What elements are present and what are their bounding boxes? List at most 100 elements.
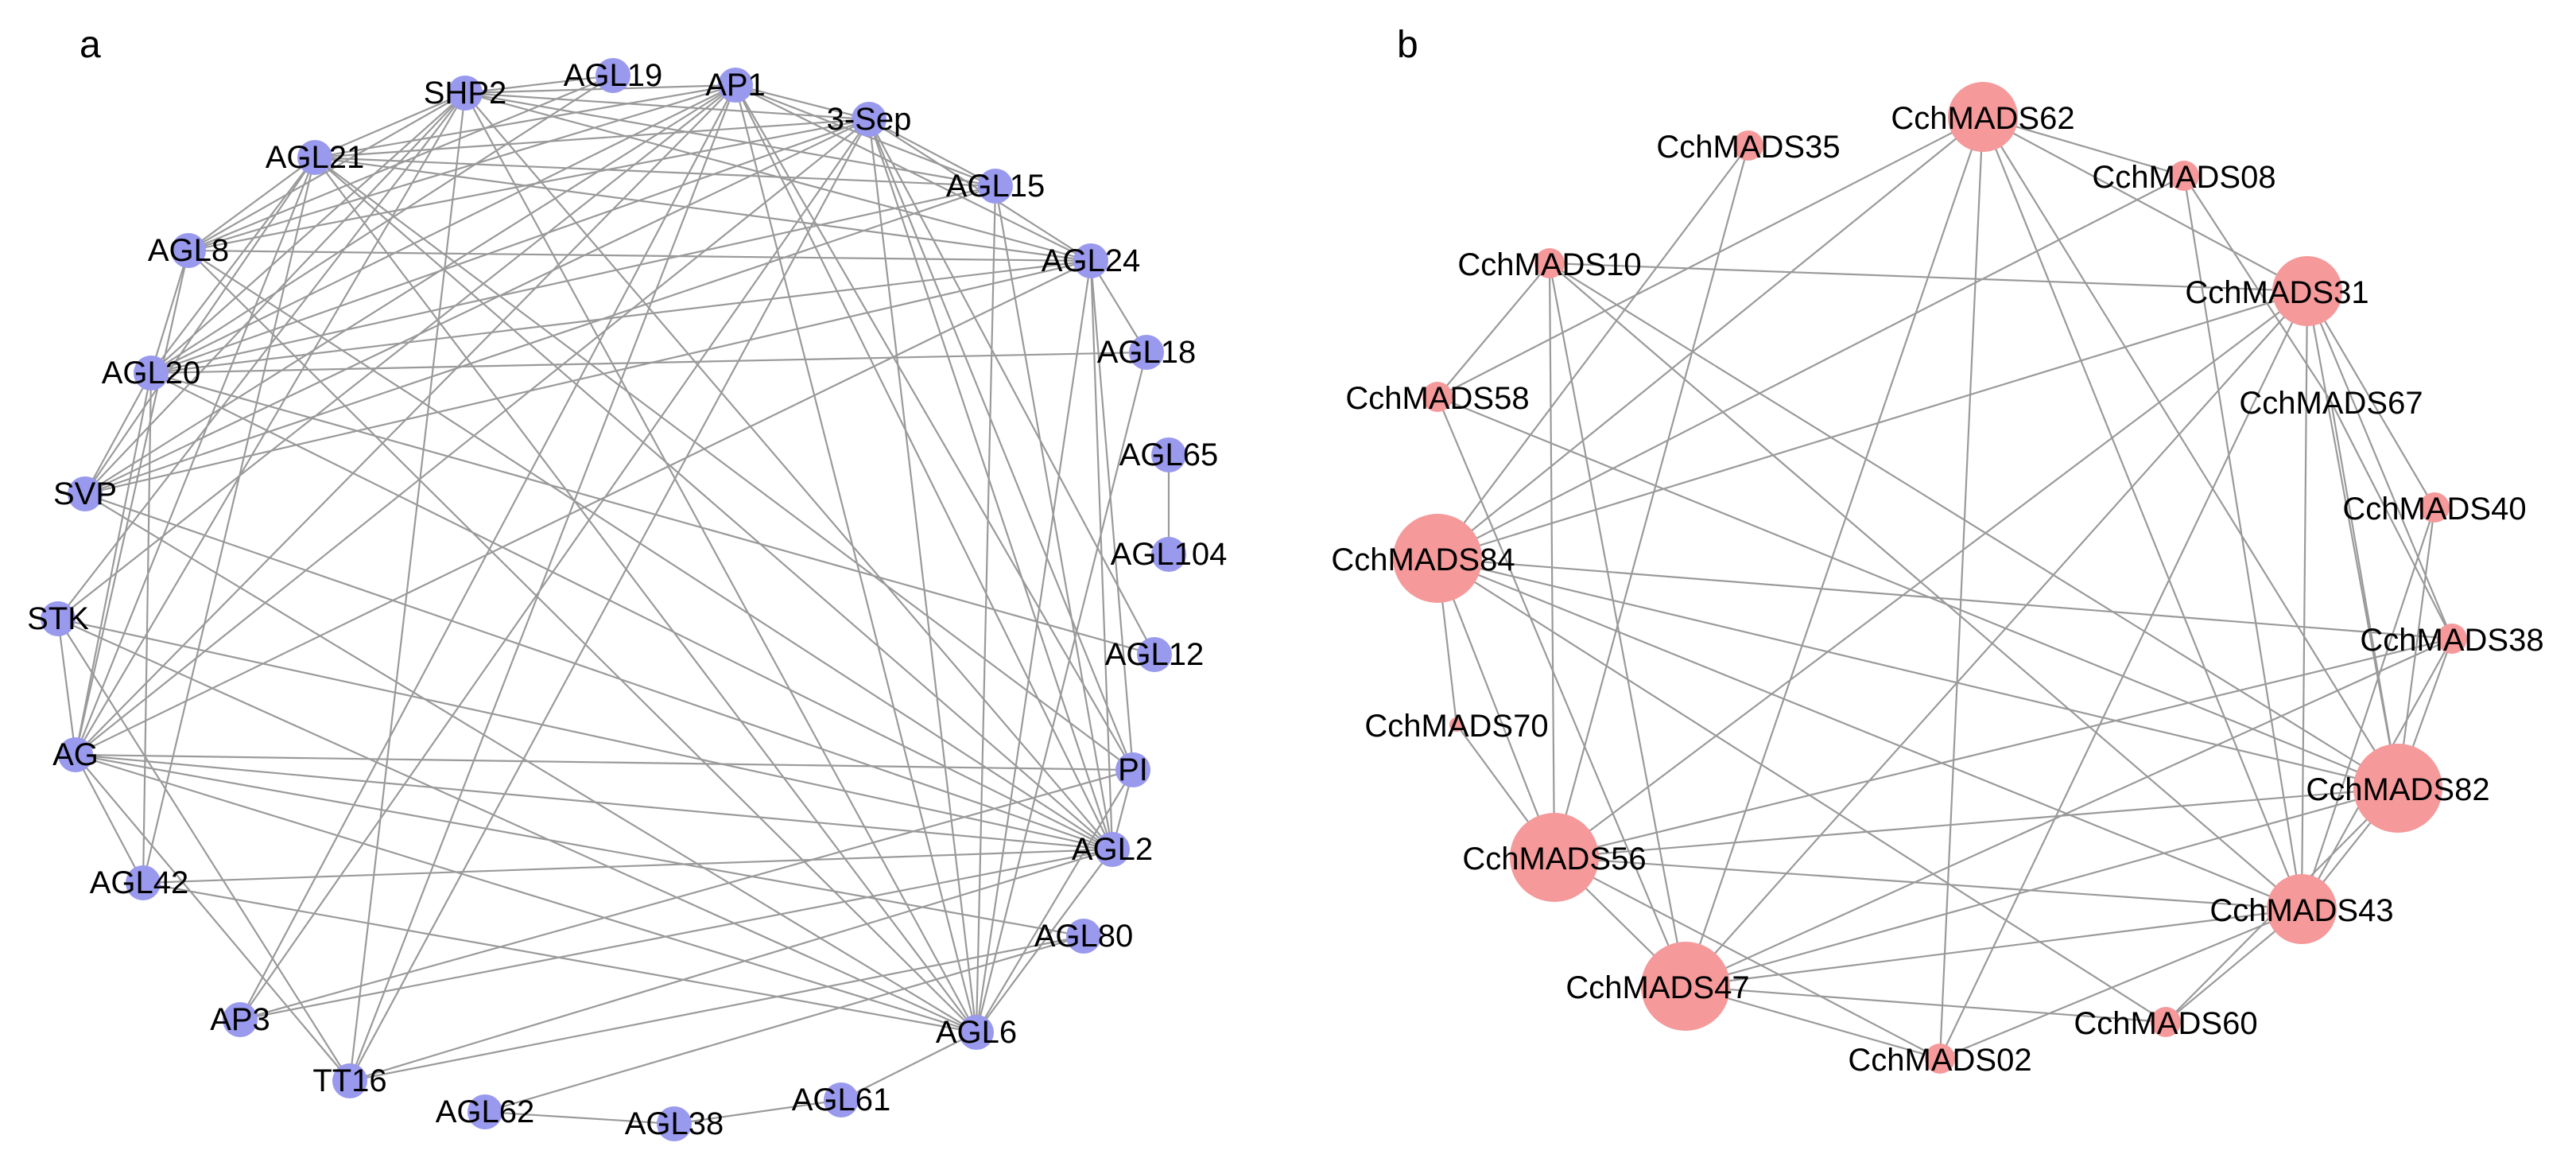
edge-AGL20-SHP2 [150,92,466,374]
node-AGL18 [1129,335,1164,370]
edge-PI-3-Sep [867,119,1135,771]
edge-AGL21-AGL15 [314,156,996,188]
edge-STK-AG [56,618,77,756]
edge-AGL6-AGL15 [975,185,997,1033]
edge-CchMADS62-CchMADS82 [1982,116,2399,789]
edge-SVP-AGL2 [84,492,1113,851]
panel-a-label: a [80,24,101,66]
edge-AGL12-3-Sep [868,119,1155,655]
edge-TT16-AP1 [348,84,737,1082]
edge-CchMADS62-CchMADS02 [1938,116,1984,1059]
edge-CchMADS31-CchMADS84 [1437,290,2308,560]
edge-AGL20-AGL12 [150,371,1155,656]
edge-AGL8-AGL24 [188,249,1092,262]
edge-AGL8-AG [74,250,190,756]
node-CchMADS56 [1510,813,1599,902]
node-label-AGL62: AGL62 [436,1094,535,1129]
edge-PI-AGL24 [1089,260,1135,771]
node-AGL65 [1151,437,1186,472]
edge-AGL42-AGL21 [142,157,316,884]
edge-STK-AP1 [57,84,736,620]
node-AGL6 [959,1015,994,1050]
node-label-AGL38: AGL38 [625,1106,724,1141]
edge-AG-AGL42 [75,754,144,884]
node-CchMADS31 [2272,256,2342,326]
node-label-STK: STK [27,601,89,636]
node-AGL38 [657,1106,692,1141]
node-label-AGL65: AGL65 [1119,437,1219,472]
node-label-SVP: SVP [53,476,117,511]
node-label-AGL42: AGL42 [90,865,189,900]
node-CchMADS38 [2437,624,2467,654]
edge-CchMADS67-CchMADS08 [2183,175,2332,402]
edge-AGL8-3-Sep [188,118,870,252]
edge-AGL19-AGL8 [188,74,614,252]
edge-SVP-AGL6 [84,493,977,1033]
edge-AG-TT16 [75,754,351,1082]
node-label-AGL15: AGL15 [946,169,1046,204]
edge-AG-AP1 [75,84,736,756]
node-CchMADS02 [1925,1044,1955,1074]
edge-CchMADS31-CchMADS40 [2306,290,2435,508]
edge-AGL42-AGL2 [142,848,1113,884]
edge-AGL21-SHP2 [314,91,466,159]
node-AGL19 [596,58,630,93]
edge-AG-PI [75,753,1134,772]
node-label-CchMADS35: CchMADS35 [1656,130,1840,165]
edge-AGL2-SHP2 [464,92,1113,850]
edge-CchMADS43-CchMADS40 [2300,507,2436,910]
node-label-AGL104: AGL104 [1111,537,1228,572]
edge-SVP-AGL15 [84,185,996,496]
node-CchMADS62 [1948,82,2018,152]
edge-AP3-AGL2 [239,848,1113,1021]
node-AP3 [223,1002,258,1037]
edge-CchMADS31-CchMADS56 [1554,290,2308,858]
edge-AGL2-3-Sep [867,119,1114,850]
node-AGL61 [824,1082,859,1117]
edge-CchMADS62-CchMADS58 [1437,116,1984,398]
edge-AGL21-AGL8 [188,157,316,251]
node-label-AGL61: AGL61 [792,1082,891,1117]
edge-TT16-AGL80 [349,935,1084,1082]
node-label-AGL6: AGL6 [936,1015,1017,1050]
edge-CchMADS47-CchMADS38 [1685,637,2453,988]
node-AGL15 [978,169,1013,204]
edge-AGL20-AGL19 [150,75,614,374]
edge-CchMADS47-CchMADS60 [1685,985,2167,1024]
edge-CchMADS08-CchMADS43 [2182,175,2303,910]
node-label-TT16: TT16 [312,1063,386,1098]
edge-AGL21-AGL24 [314,156,1092,262]
edge-CchMADS56-CchMADS38 [1554,637,2453,859]
edge-AG-3-Sep [75,119,870,756]
edge-CchMADS47-CchMADS43 [1685,908,2302,988]
edge-AGL8-AGL2 [188,250,1113,850]
edge-AGL20-AG [74,372,153,756]
node-label-CchMADS43: CchMADS43 [2209,893,2393,928]
node-AGL104 [1151,537,1186,572]
node-label-CchMADS47: CchMADS47 [1565,970,1749,1005]
node-label-CchMADS70: CchMADS70 [1364,709,1548,744]
node-label-AGL20: AGL20 [102,356,201,391]
panel-b-edges [1436,115,2454,1060]
edge-CchMADS62-CchMADS47 [1684,116,1984,987]
edge-AGL24-SHP2 [464,91,1092,262]
node-CchMADS60 [2151,1007,2181,1037]
edge-AGL21-AP1 [314,84,736,159]
node-AG [58,737,93,772]
panel-b-label: b [1397,24,1418,66]
panel-b: b CchMADS62CchMADS08CchMADS31CchMADS67Cc… [1331,24,2543,1078]
edge-AGL20-AGL2 [150,372,1113,850]
node-AGL21 [297,140,332,175]
edge-TT16-AGL2 [349,848,1113,1082]
edge-AGL38-AGL61 [673,1098,842,1125]
node-label-AGL19: AGL19 [564,58,663,93]
node-label-CchMADS40: CchMADS40 [2342,492,2526,527]
edge-CchMADS31-CchMADS43 [2300,290,2309,910]
edge-AGL20-AGL15 [150,185,996,375]
edge-AGL15-3-Sep [868,119,996,187]
edge-TT16-SHP2 [348,92,467,1082]
node-PI [1115,752,1150,787]
node-label-CchMADS62: CchMADS62 [1891,101,2074,136]
